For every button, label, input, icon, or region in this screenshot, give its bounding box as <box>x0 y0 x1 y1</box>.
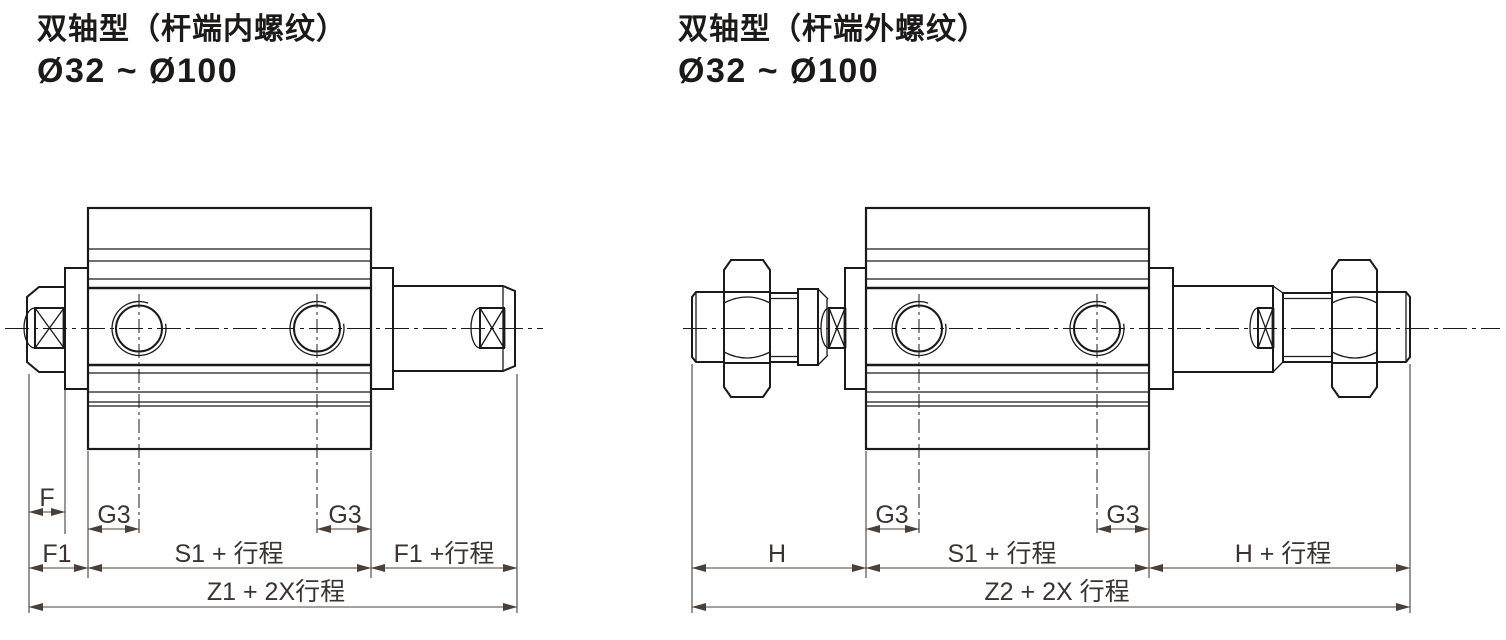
right-title-block: 双轴型（杆端外螺纹） Ø32 ~ Ø100 <box>678 12 988 90</box>
right-diagram-bore-range: Ø32 ~ Ø100 <box>678 52 880 90</box>
right-thread-section <box>1282 292 1333 363</box>
left-diagram-bore-range: Ø32 ~ Ø100 <box>37 52 239 90</box>
port-hole <box>115 304 163 353</box>
left-rod-end-cap <box>26 286 66 373</box>
dim-label-F1-stroke: F1 +行程 <box>393 540 495 568</box>
right-cylinder-drawing <box>683 206 1500 613</box>
dim-label-G3-left: G3 <box>97 501 131 529</box>
port-hole <box>895 304 943 353</box>
port-hole <box>293 304 341 353</box>
dim-label-G3-right: G3 <box>1106 501 1140 529</box>
left-cylinder-drawing <box>5 206 543 613</box>
left-threaded-stud <box>691 291 725 363</box>
dim-label-F: F <box>39 484 55 512</box>
dim-label-H-stroke: H + 行程 <box>1234 540 1332 568</box>
dim-label-F1: F1 <box>42 540 72 568</box>
port-hole <box>1073 304 1121 353</box>
dim-label-Z2-total: Z2 + 2X 行程 <box>984 578 1130 606</box>
right-threaded-stud <box>1376 291 1411 363</box>
dim-label-G3-right: G3 <box>328 501 362 529</box>
left-diagram-title: 双轴型（杆端内螺纹） <box>37 13 347 46</box>
dim-label-S1-stroke: S1 + 行程 <box>947 540 1057 568</box>
dim-label-G3-left: G3 <box>875 501 909 529</box>
dim-label-Z1-total: Z1 + 2X行程 <box>206 578 346 606</box>
left-title-block: 双轴型（杆端内螺纹） Ø32 ~ Ø100 <box>37 12 347 90</box>
left-rod-shoulder <box>797 288 819 366</box>
right-diagram-title: 双轴型（杆端外螺纹） <box>678 13 988 46</box>
dim-label-H: H <box>767 540 787 568</box>
left-thread-section <box>769 292 799 363</box>
dim-label-S1-stroke: S1 + 行程 <box>174 540 284 568</box>
